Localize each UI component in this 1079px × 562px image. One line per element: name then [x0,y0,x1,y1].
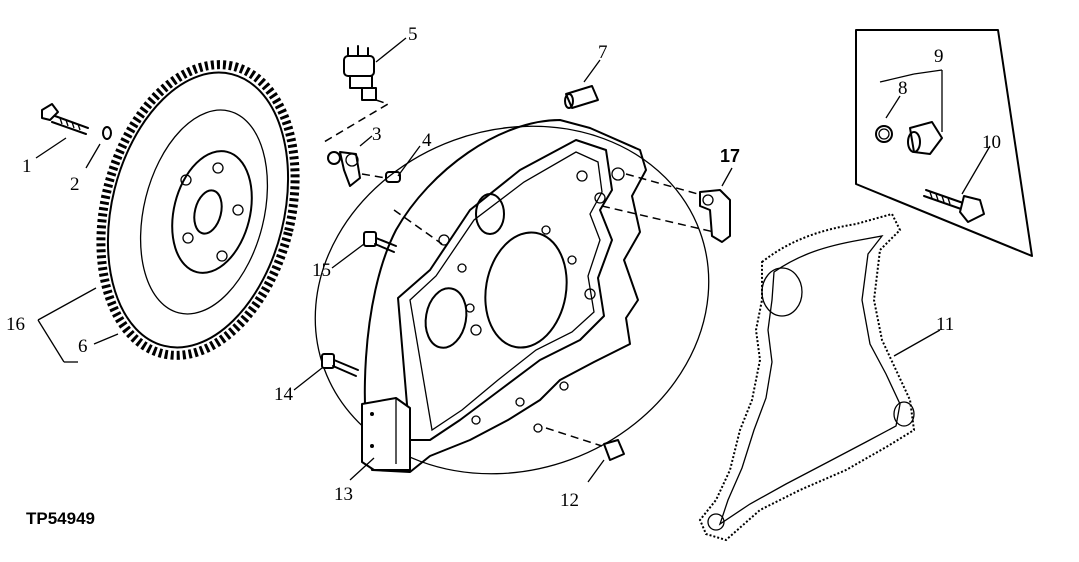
flywheel-housing-part [314,119,710,475]
detail-inset [855,29,1033,257]
washer-part [102,126,112,140]
callout-3: 3 [372,124,382,145]
flywheel-bolt-part [41,103,89,135]
housing-bolt-part [363,231,397,253]
bracket-part [327,151,361,187]
callout-12: 12 [560,490,579,511]
callout-15: 15 [312,260,331,281]
plug-part [603,439,625,461]
gasket-part [698,212,916,542]
bracket-part [699,189,731,243]
screw-part [385,171,401,183]
callout-13: 13 [334,484,353,505]
callout-11: 11 [936,314,954,335]
callout-4: 4 [422,130,432,151]
callout-10: 10 [982,132,1001,153]
callout-17: 17 [720,146,740,166]
callout-1: 1 [22,156,32,177]
callout-5: 5 [408,24,418,45]
sensor-part [343,45,377,101]
callout-6: 6 [78,336,88,357]
dowel-pin-part [564,85,599,109]
figure-id: TP54949 [26,509,95,528]
callout-9: 9 [934,46,944,67]
flywheel-ring-gear [96,60,300,360]
callout-16: 16 [6,314,25,335]
flywheel-part [96,60,300,360]
housing-bolt-part [321,353,359,377]
callout-8: 8 [898,78,908,99]
callout-7: 7 [598,42,608,63]
callout-14: 14 [274,384,294,405]
callout-2: 2 [70,174,80,195]
